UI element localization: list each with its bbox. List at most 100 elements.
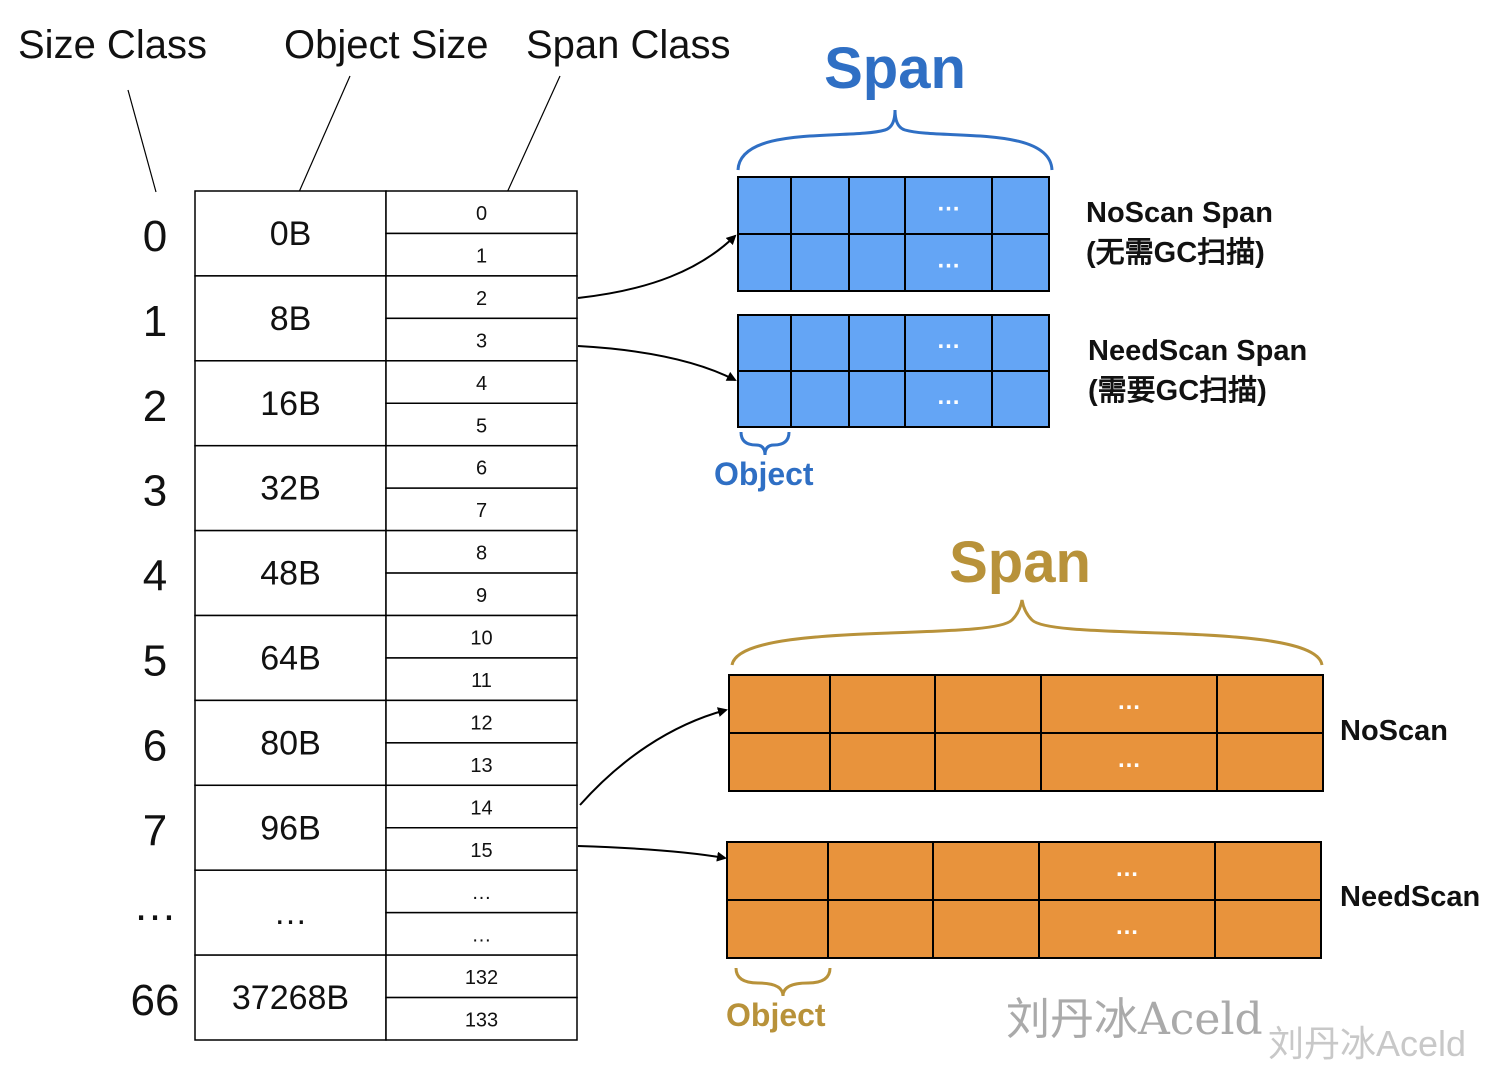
object-cell (728, 674, 831, 734)
span-class-value: 4 (476, 373, 487, 395)
orange-needscan-span-block: …… (726, 841, 1322, 959)
object-size-value: 8B (270, 300, 312, 338)
span-class-value: 12 (470, 712, 492, 734)
object-size-cell (194, 614, 387, 702)
object-cell (1038, 899, 1216, 959)
object-size-pointer (291, 75, 351, 209)
object-cell (904, 370, 993, 428)
object-cell (790, 233, 850, 292)
span-class-value: 15 (470, 840, 492, 862)
object-cell (790, 370, 850, 428)
object-cell (848, 233, 906, 292)
ellipsis-marker: … (1115, 855, 1139, 882)
object-size-value: 64B (260, 640, 321, 678)
blue-object-label: Object (714, 456, 814, 492)
size-class-header: Size Class (18, 23, 207, 67)
object-size-cell (194, 275, 387, 362)
object-cell (932, 841, 1040, 901)
span-class-cell (385, 911, 578, 956)
object-cell (1214, 841, 1322, 901)
blue-needscan-sublabel: (需要GC扫描) (1088, 374, 1267, 407)
object-cell (991, 233, 1050, 292)
span-class-value: 132 (465, 967, 498, 989)
object-size-cell (194, 954, 387, 1041)
object-cell (829, 674, 936, 734)
span-class-value: 13 (470, 755, 492, 777)
span-class-value: 8 (476, 543, 487, 565)
span-class-value: 7 (476, 500, 487, 522)
object-cell (726, 841, 829, 901)
ellipsis-marker: … (937, 247, 961, 274)
object-cell (904, 176, 993, 235)
object-size-cell (194, 529, 387, 617)
span-class-cell (385, 529, 578, 574)
orange-noscan-span-block: …… (728, 674, 1324, 792)
object-cell (934, 732, 1042, 792)
object-size-header: Object Size (284, 23, 489, 67)
span-class-cell (385, 827, 578, 871)
arrow-span2-to-blue-noscan (577, 234, 737, 299)
size-class-value: 0 (143, 212, 167, 261)
span-class-value: … (472, 882, 492, 904)
object-cell (790, 176, 850, 235)
span-class-header: Span Class (526, 23, 731, 67)
object-size-value: 0B (270, 215, 312, 253)
span-class-value: 9 (476, 585, 487, 607)
object-cell (1216, 732, 1324, 792)
text-watermark: 刘丹冰Aceld (1268, 1023, 1466, 1064)
span-class-value: … (472, 925, 492, 947)
object-cell (1038, 841, 1216, 901)
ellipsis-marker: … (937, 383, 961, 410)
span-class-cell (385, 317, 578, 362)
span-class-value: 133 (465, 1010, 498, 1032)
span-class-cell (385, 784, 578, 829)
span-class-cell (385, 954, 578, 999)
span-class-value: 0 (476, 203, 487, 225)
object-size-value: 37268B (232, 979, 349, 1017)
object-size-cell (194, 699, 387, 787)
ellipsis-marker: … (937, 190, 961, 217)
span-class-value: 5 (476, 415, 487, 437)
object-size-cell (194, 869, 387, 956)
blue-noscan-sublabel: (无需GC扫描) (1086, 236, 1265, 269)
blue-noscan-span-block: …… (737, 176, 1050, 292)
span-class-cell (385, 699, 578, 744)
object-size-value: … (274, 894, 308, 932)
span-class-cell (385, 360, 578, 404)
object-cell (991, 370, 1050, 428)
object-cell (848, 314, 906, 372)
ellipsis-marker: … (1117, 688, 1141, 715)
size-class-value: 1 (143, 297, 167, 346)
size-class-value: … (133, 881, 177, 930)
object-size-value: 80B (260, 724, 321, 762)
object-cell (848, 370, 906, 428)
object-size-value: 32B (260, 470, 321, 508)
span-class-cell (385, 614, 578, 659)
orange-span-brace (730, 599, 1324, 666)
object-cell (827, 841, 934, 901)
size-class-value: 7 (143, 806, 167, 855)
object-cell (848, 176, 906, 235)
size-class-value: 4 (143, 552, 167, 601)
object-cell (737, 233, 792, 292)
blue-noscan-label: NoScan Span (1086, 197, 1273, 229)
object-cell (737, 314, 792, 372)
span-class-cell (385, 487, 578, 532)
object-cell (932, 899, 1040, 959)
orange-span-title: Span (949, 530, 1091, 595)
span-class-cell (385, 232, 578, 277)
size-class-value: 3 (143, 467, 167, 516)
span-class-value: 6 (476, 458, 487, 480)
orange-noscan-label: NoScan (1340, 715, 1448, 747)
blue-span-title: Span (824, 36, 966, 101)
object-cell (1216, 674, 1324, 734)
object-cell (829, 732, 936, 792)
object-size-cell (194, 444, 387, 532)
orange-object-brace (734, 967, 832, 997)
size-class-value: 2 (143, 382, 167, 431)
object-cell (991, 176, 1050, 235)
object-size-value: 48B (260, 555, 321, 593)
object-cell (827, 899, 934, 959)
span-class-value: 10 (470, 628, 492, 650)
